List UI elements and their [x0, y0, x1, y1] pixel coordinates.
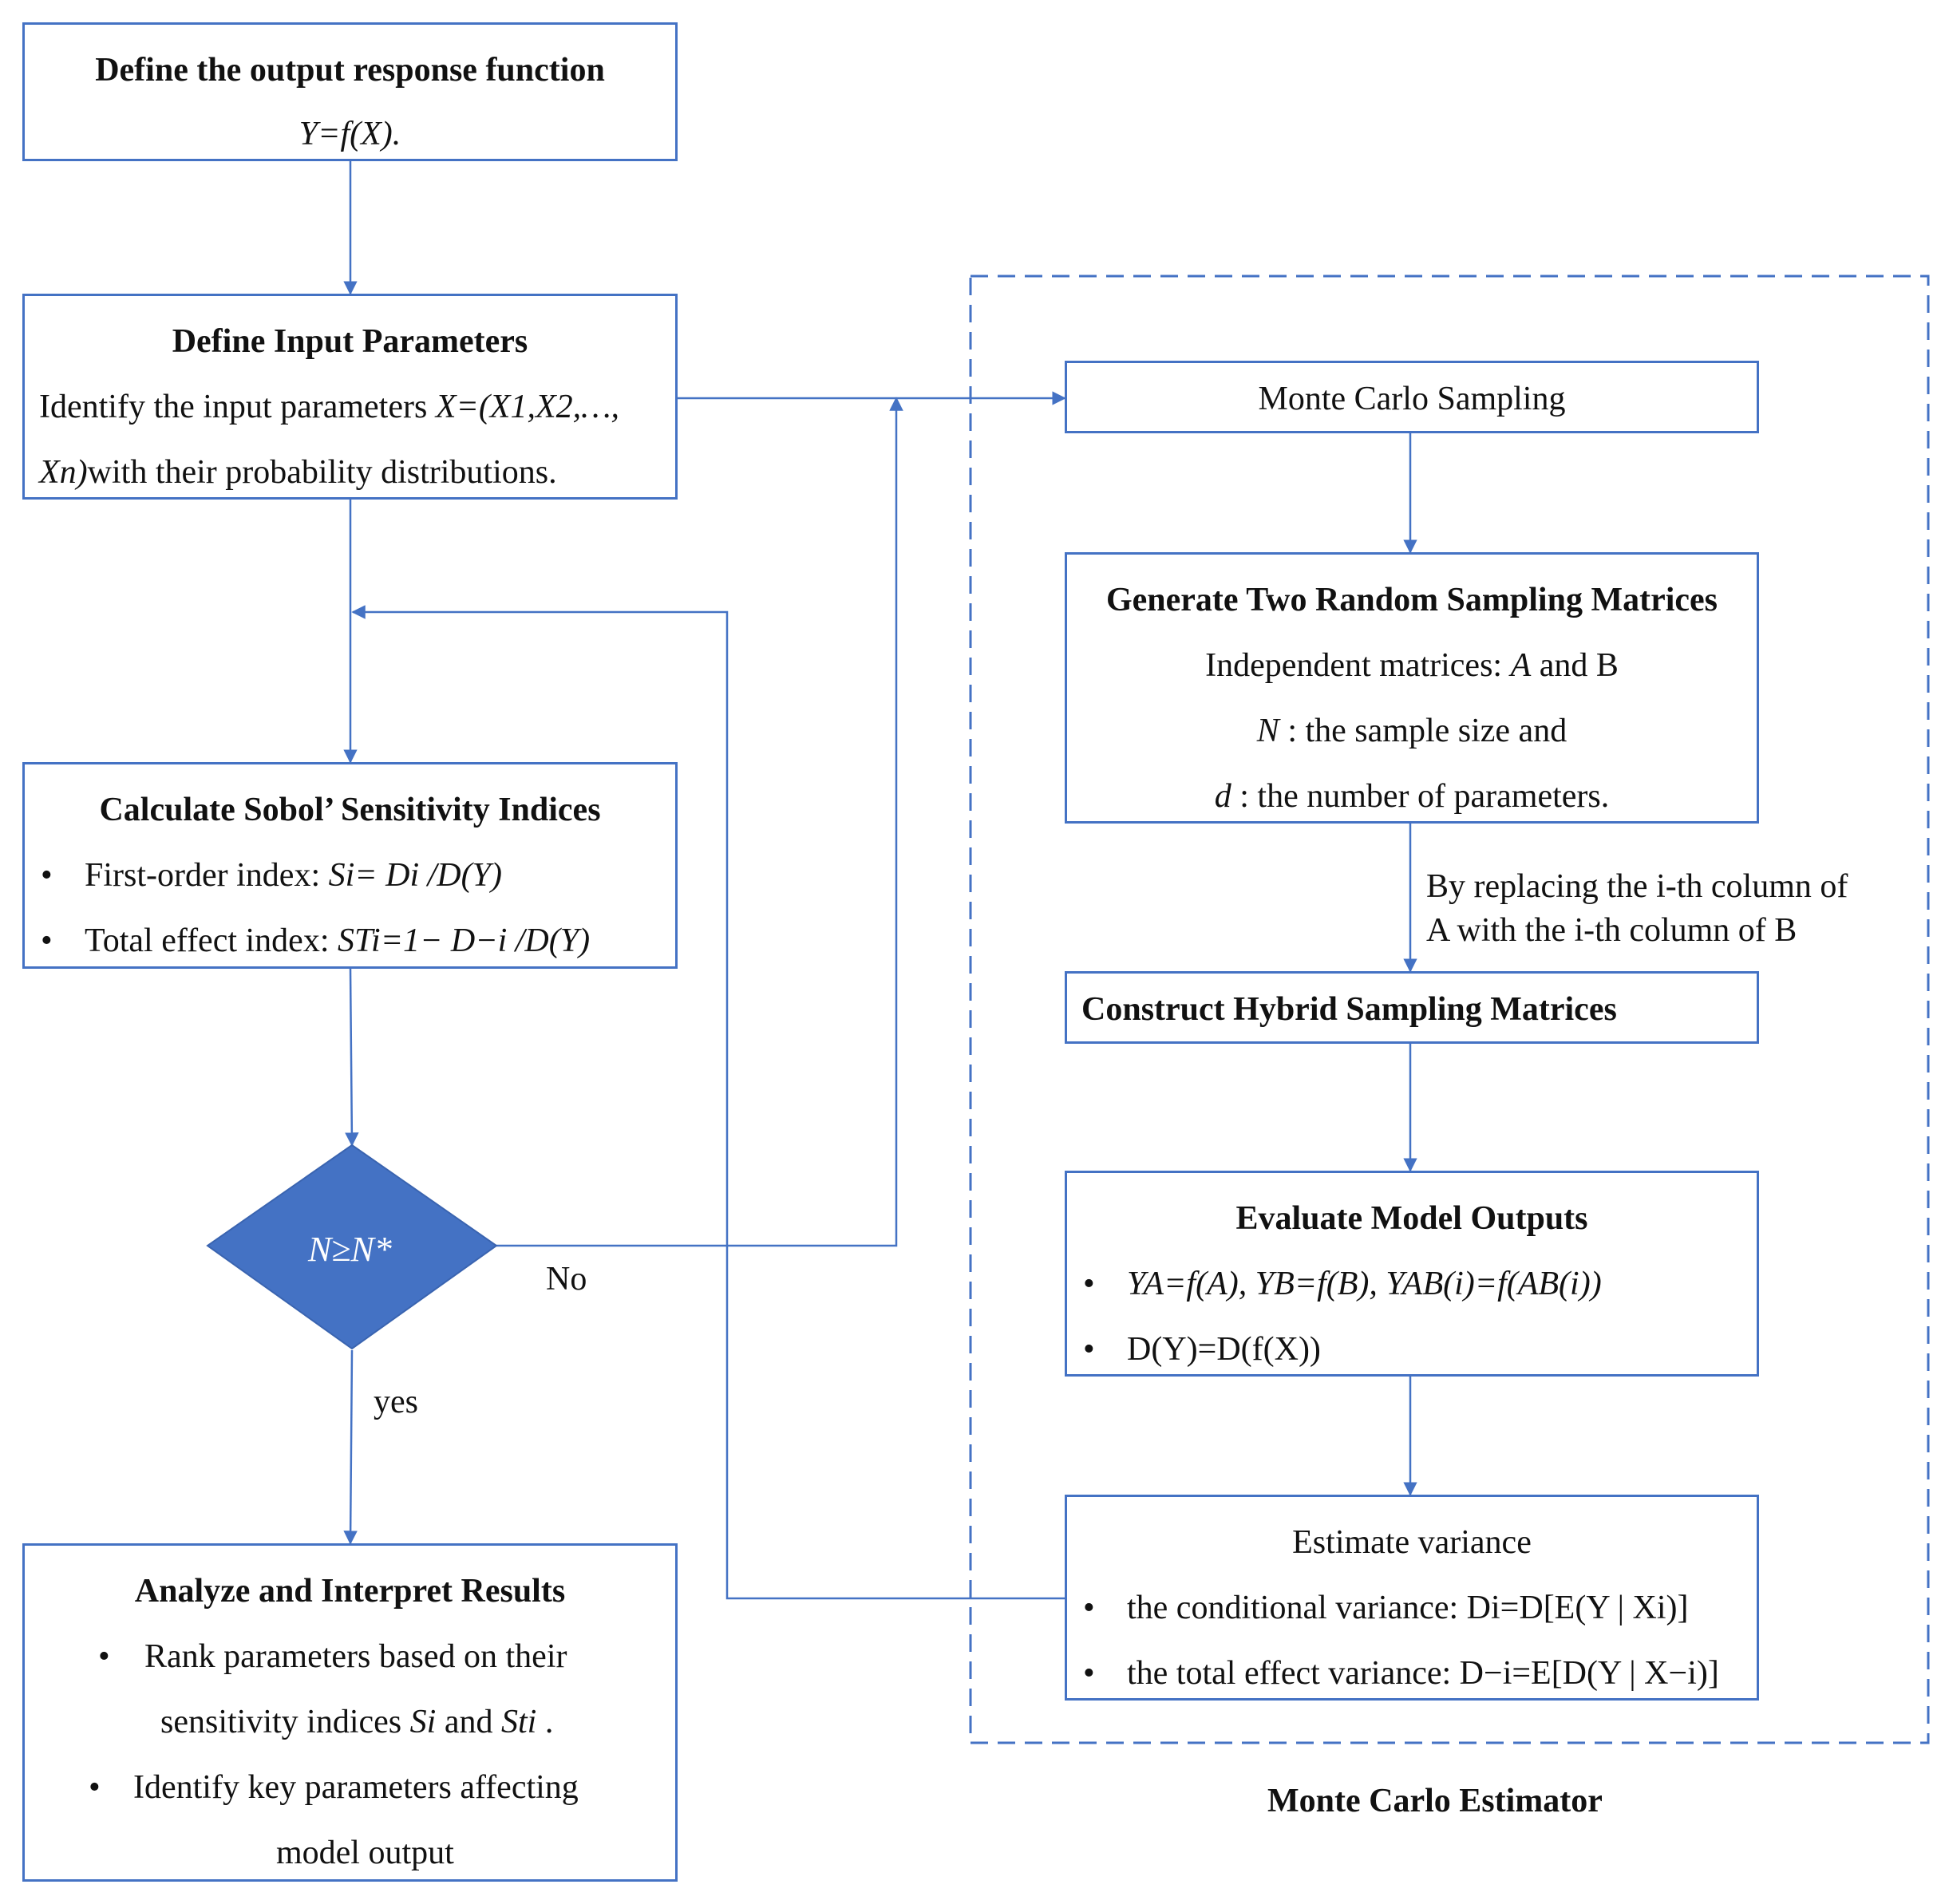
bullet-icon: • — [1083, 1655, 1095, 1692]
define-inputs-line1-text: Identify the input parameters — [39, 389, 436, 425]
generate-line1-a: A — [1510, 647, 1532, 684]
evaluate-bullet1: YA=f(A), YB=f(B), YAB(i)=f(AB(i)) — [1127, 1266, 1602, 1302]
bullet-icon: • — [1083, 1331, 1095, 1368]
arrow-no-loop — [496, 397, 903, 1247]
analyze-bullet1-line2-a: sensitivity indices — [160, 1704, 410, 1740]
analyze-si: Si — [409, 1704, 437, 1740]
define-output-formula: Y=f(X). — [298, 116, 401, 152]
generate-matrices-box: Generate Two Random Sampling Matrices In… — [1065, 552, 1759, 824]
first-order-label: First-order index: — [85, 857, 329, 894]
analyze-bullet2-line1: Identify key parameters affecting — [133, 1769, 579, 1806]
bullet-icon: • — [89, 1769, 101, 1806]
generate-line2-text: : the sample size and — [1279, 713, 1567, 749]
sobol-indices-box: Calculate Sobol’ Sensitivity Indices • F… — [22, 762, 678, 969]
variance-title: Estimate variance — [1292, 1524, 1532, 1561]
generate-line1-text: Independent matrices: — [1205, 647, 1511, 684]
generate-line1-and-b: and B — [1531, 647, 1619, 684]
bullet-icon: • — [41, 922, 53, 959]
define-inputs-box: Define Input Parameters Identify the inp… — [22, 294, 678, 500]
variance-bullet1-text: the conditional variance: — [1127, 1590, 1467, 1626]
define-inputs-title: Define Input Parameters — [172, 323, 528, 360]
bullet-icon: • — [1083, 1266, 1095, 1302]
bullet-icon: • — [1083, 1590, 1095, 1626]
monte-carlo-sampling-box: Monte Carlo Sampling — [1065, 361, 1759, 433]
evaluate-bullet2: D(Y)=D(f(X)) — [1127, 1331, 1321, 1368]
decision-yes-label: yes — [374, 1384, 418, 1420]
first-order-formula: Si= Di /D(Y) — [328, 857, 502, 894]
analyze-end: . — [536, 1704, 554, 1740]
define-inputs-line1-formula: X=(X1,X2,…, — [435, 389, 619, 425]
analyze-title: Analyze and Interpret Results — [134, 1573, 566, 1610]
decision-no-label: No — [546, 1261, 587, 1298]
variance-bullet1-formula: Di=D[E(Y | Xi)] — [1466, 1590, 1689, 1626]
analyze-sti: Sti — [500, 1704, 537, 1740]
generate-title: Generate Two Random Sampling Matrices — [1105, 582, 1718, 618]
evaluate-outputs-box: Evaluate Model Outputs • YA=f(A), YB=f(B… — [1065, 1171, 1759, 1377]
estimator-label: Monte Carlo Estimator — [1267, 1783, 1603, 1819]
analyze-bullet2-line2: model output — [276, 1835, 454, 1871]
analyze-bullet1-line1: Rank parameters based on their — [144, 1638, 567, 1675]
estimator-frame — [969, 275, 1930, 1744]
arrow-decision-to-analyze — [343, 1349, 358, 1545]
define-inputs-line2-formula: Xn) — [39, 454, 88, 491]
replace-note-line1: By replacing the i-th column of — [1426, 868, 1848, 905]
variance-bullet2-formula: D−i=E[D(Y | X−i)] — [1459, 1655, 1719, 1692]
arrow-variance-feedback — [351, 605, 1065, 1600]
define-output-box: Define the output response function Y=f(… — [22, 22, 678, 161]
total-effect-label: Total effect index: — [85, 922, 338, 959]
bullet-icon: • — [98, 1638, 110, 1675]
total-effect-formula: STi=1− D−i /D(Y) — [338, 922, 591, 959]
generate-line3-sym: d — [1214, 778, 1231, 815]
sampling-title: Monte Carlo Sampling — [1258, 381, 1566, 417]
sobol-title: Calculate Sobol’ Sensitivity Indices — [99, 792, 601, 828]
hybrid-matrices-box: Construct Hybrid Sampling Matrices — [1065, 971, 1759, 1044]
variance-bullet2-text: the total effect variance: — [1127, 1655, 1460, 1692]
decision-diamond — [206, 1144, 498, 1350]
evaluate-title: Evaluate Model Outputs — [1235, 1200, 1588, 1237]
analyze-and: and — [436, 1704, 501, 1740]
decision-condition: N≥N* — [308, 1230, 392, 1269]
generate-line2-sym: N — [1256, 713, 1279, 749]
generate-line3-text: : the number of parameters. — [1231, 778, 1610, 815]
define-inputs-line2-text: with their probability distributions. — [87, 454, 557, 491]
estimate-variance-box: Estimate variance • the conditional vari… — [1065, 1495, 1759, 1701]
bullet-icon: • — [41, 857, 53, 894]
arrow-sobol-to-decision — [345, 968, 359, 1147]
define-output-title: Define the output response function — [95, 52, 605, 89]
analyze-results-box: Analyze and Interpret Results • Rank par… — [22, 1543, 678, 1882]
hybrid-title: Construct Hybrid Sampling Matrices — [1081, 991, 1617, 1028]
replace-note-line2: A with the i-th column of B — [1426, 912, 1797, 949]
